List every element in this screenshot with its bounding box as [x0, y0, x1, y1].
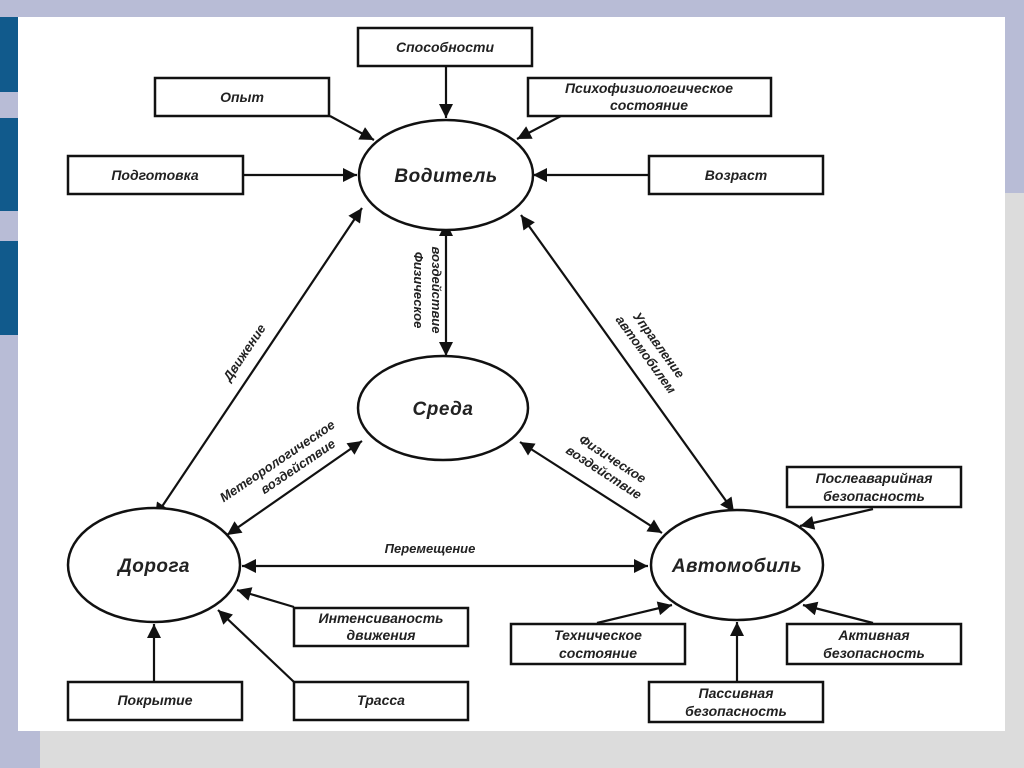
- box-postcrash-safety: Послеаварийная безопасность: [785, 465, 963, 509]
- box-traffic-intensity: Интенсиваность движения: [292, 606, 470, 648]
- arrow-environment-road: [226, 440, 363, 536]
- node-environment: Среда: [356, 354, 530, 462]
- box-age: Возраст: [647, 154, 825, 196]
- box-postcrash-label-line1: Послеаварийная: [816, 470, 933, 486]
- frame-blue-block: [0, 118, 18, 211]
- box-surface-label: Покрытие: [117, 692, 192, 708]
- box-passive-label-line2: безопасность: [685, 703, 787, 719]
- box-abilities: Способности: [356, 26, 534, 68]
- box-technical-state: Техническое состояние: [509, 622, 687, 666]
- box-training-label: Подготовка: [111, 167, 198, 183]
- frame-right-strip: [1005, 0, 1024, 193]
- arrow-driver-car: [520, 214, 735, 513]
- arrow-route-to-road: [217, 609, 295, 683]
- arrow-psycho-to-driver: [516, 115, 562, 140]
- box-psycho-label-line2: состояние: [610, 97, 688, 113]
- box-route: Трасса: [292, 680, 470, 722]
- edge-label-driver-road-text: Движение: [219, 321, 268, 384]
- box-psycho-label-line1: Психофизиологическое: [565, 80, 733, 96]
- box-training: Подготовка: [66, 154, 245, 196]
- box-psychophysiological-state: Психофизиологическое состояние: [526, 76, 773, 118]
- edge-label-environment-car: Физическое воздействие: [563, 432, 648, 503]
- box-active-safety: Активная безопасность: [785, 622, 963, 666]
- node-road: Дорога: [66, 506, 242, 624]
- frame-blue-block: [0, 0, 18, 92]
- edge-label-driver-road: Движение: [219, 321, 268, 384]
- node-road-label: Дорога: [116, 556, 190, 577]
- box-passive-label-line1: Пассивная: [699, 685, 774, 701]
- arrow-driver-road: [154, 207, 363, 518]
- node-driver: Водитель: [357, 118, 535, 232]
- box-passive-safety: Пассивная безопасность: [647, 680, 825, 724]
- edge-label-road-car: Перемещение: [385, 541, 476, 556]
- box-postcrash-label-line2: безопасность: [823, 488, 925, 504]
- node-car: Автомобиль: [649, 508, 825, 622]
- box-age-label: Возраст: [705, 167, 767, 183]
- arrow-intensity-to-road: [236, 587, 295, 609]
- edge-label-driver-car: Управление автомобилем: [613, 309, 688, 396]
- box-abilities-label: Способности: [396, 39, 494, 55]
- box-route-label: Трасса: [357, 692, 405, 708]
- box-intensity-label-line1: Интенсиваность: [319, 610, 444, 626]
- box-surface: Покрытие: [66, 680, 244, 722]
- edge-label-driver-environment: Физическое воздействие: [411, 247, 444, 334]
- box-technical-label-line2: состояние: [559, 645, 637, 661]
- box-active-label-line2: безопасность: [823, 645, 925, 661]
- frame-top-strip: [0, 0, 1024, 17]
- edge-label-driver-env-line2: воздействие: [429, 247, 444, 334]
- arrow-postcrash-to-car: [799, 507, 874, 530]
- arrow-active-to-car: [802, 601, 874, 625]
- box-intensity-label-line2: движения: [346, 627, 415, 643]
- box-active-label-line1: Активная: [837, 627, 909, 643]
- node-driver-label: Водитель: [394, 166, 497, 187]
- arrow-experience-to-driver: [329, 115, 375, 141]
- node-environment-label: Среда: [413, 399, 474, 420]
- edge-label-environment-road: Метеорологическое воздействие: [217, 417, 338, 505]
- arrow-environment-car: [519, 441, 663, 534]
- box-experience: Опыт: [153, 76, 331, 118]
- frame-blue-block: [0, 241, 18, 335]
- edge-label-driver-env-line1: Физическое: [411, 252, 426, 329]
- edge-label-env-road-line1: Метеорологическое: [217, 417, 338, 505]
- node-car-label: Автомобиль: [671, 556, 802, 577]
- box-technical-label-line1: Техническое: [554, 627, 642, 643]
- arrow-technical-to-car: [596, 601, 673, 625]
- box-experience-label: Опыт: [220, 89, 264, 105]
